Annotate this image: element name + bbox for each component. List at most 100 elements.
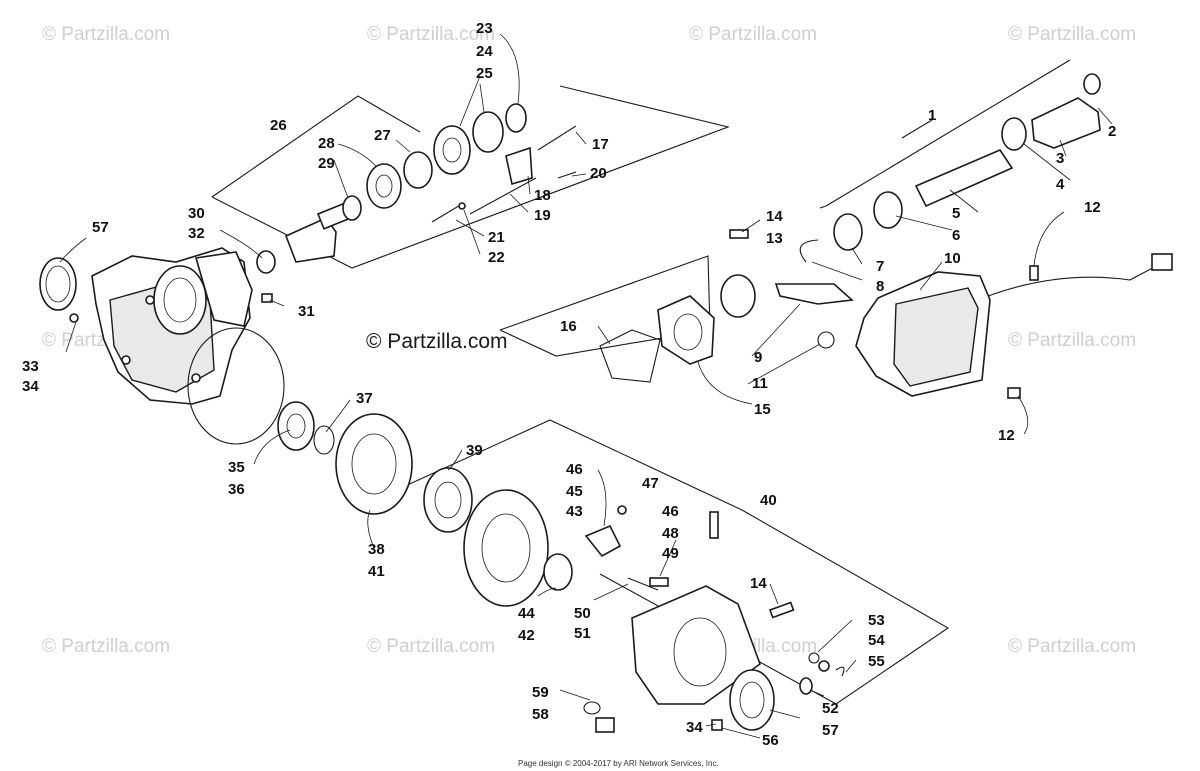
- callout-37[interactable]: 37: [356, 390, 373, 407]
- callout-59[interactable]: 59: [532, 684, 549, 701]
- callout-24[interactable]: 24: [476, 43, 493, 60]
- callout-28[interactable]: 28: [318, 135, 335, 152]
- callout-56[interactable]: 56: [762, 732, 779, 749]
- leader-57b: [769, 709, 801, 719]
- callout-14-bottom[interactable]: 14: [750, 575, 767, 592]
- callout-2[interactable]: 2: [1108, 123, 1116, 140]
- callout-4[interactable]: 4: [1056, 176, 1065, 193]
- snap-ring-8: [799, 239, 819, 263]
- callout-33[interactable]: 33: [22, 358, 39, 375]
- housing-bolt-hole: [191, 373, 201, 383]
- bearing-25: [472, 111, 504, 153]
- callout-57-top[interactable]: 57: [92, 219, 109, 236]
- callout-25[interactable]: 25: [476, 65, 493, 82]
- callout-10[interactable]: 10: [944, 250, 961, 267]
- callout-52[interactable]: 52: [822, 700, 839, 717]
- callout-35[interactable]: 35: [228, 459, 245, 476]
- callout-32[interactable]: 32: [188, 225, 205, 242]
- callout-23[interactable]: 23: [476, 20, 493, 37]
- callout-38[interactable]: 38: [368, 541, 385, 558]
- callout-51[interactable]: 51: [574, 625, 591, 642]
- callout-7[interactable]: 7: [876, 258, 884, 275]
- callout-46-top[interactable]: 46: [566, 461, 583, 478]
- leader-21: [455, 219, 485, 237]
- callout-5[interactable]: 5: [952, 205, 960, 222]
- callout-43[interactable]: 43: [566, 503, 583, 520]
- housing-bore: [153, 265, 207, 335]
- leader-10: [919, 261, 943, 291]
- seal-7: [833, 213, 863, 251]
- seal-6: [873, 191, 903, 229]
- callout-17[interactable]: 17: [592, 136, 609, 153]
- watermark: © Partzilla.com: [689, 24, 817, 45]
- callout-34-left[interactable]: 34: [22, 378, 39, 395]
- callout-36[interactable]: 36: [228, 481, 245, 498]
- spring-21: [431, 203, 463, 223]
- callout-6[interactable]: 6: [952, 227, 960, 244]
- callout-41[interactable]: 41: [368, 563, 385, 580]
- callout-26[interactable]: 26: [270, 117, 287, 134]
- callout-16[interactable]: 16: [560, 318, 577, 335]
- cover-15-bore: [673, 313, 703, 351]
- callout-50[interactable]: 50: [574, 605, 591, 622]
- leader-30: [219, 229, 263, 259]
- callout-48[interactable]: 48: [662, 525, 679, 542]
- callout-31[interactable]: 31: [298, 303, 315, 320]
- callout-3[interactable]: 3: [1056, 150, 1064, 167]
- shaft-5: [914, 149, 1014, 208]
- callout-22[interactable]: 22: [488, 249, 505, 266]
- watermark: © Partzilla.com: [367, 24, 495, 45]
- leader-6: [895, 215, 953, 231]
- group-1-bracket-top: [825, 59, 1071, 207]
- leader-59: [559, 689, 591, 701]
- callout-8[interactable]: 8: [876, 278, 884, 295]
- callout-44[interactable]: 44: [518, 605, 535, 622]
- callouts: 1 2 3 4 5 6 7 8 9 10 11 12 12 13 14 14 1…: [22, 20, 1116, 749]
- connector: [1151, 253, 1173, 271]
- callout-21[interactable]: 21: [488, 229, 505, 246]
- callout-19[interactable]: 19: [534, 207, 551, 224]
- leader-12a: [1033, 211, 1065, 267]
- callout-47[interactable]: 47: [642, 475, 659, 492]
- plug-31: [261, 293, 273, 303]
- callout-46-right[interactable]: 46: [662, 503, 679, 520]
- leader-7: [851, 247, 863, 265]
- collar-24: [433, 125, 471, 175]
- callout-39[interactable]: 39: [466, 442, 483, 459]
- o-ring-53: [808, 652, 820, 664]
- pinion-group: [69, 103, 577, 323]
- callout-11[interactable]: 11: [752, 375, 768, 392]
- leader-55: [845, 659, 857, 673]
- callout-27[interactable]: 27: [374, 127, 391, 144]
- callout-30[interactable]: 30: [188, 205, 205, 222]
- callout-34-bottom[interactable]: 34: [686, 719, 703, 736]
- collar-inner: [442, 137, 462, 163]
- callout-1[interactable]: 1: [928, 107, 936, 124]
- callout-49[interactable]: 49: [662, 545, 679, 562]
- callout-42[interactable]: 42: [518, 627, 535, 644]
- group-1-leader: [901, 119, 933, 139]
- group-26-bracket: [211, 95, 421, 198]
- bracket-9: [774, 283, 854, 305]
- callout-14-top[interactable]: 14: [766, 208, 783, 225]
- leader-19: [509, 193, 529, 213]
- callout-9[interactable]: 9: [754, 349, 762, 366]
- callout-29[interactable]: 29: [318, 155, 335, 172]
- callout-15[interactable]: 15: [754, 401, 771, 418]
- callout-18[interactable]: 18: [534, 187, 551, 204]
- callout-57-bottom[interactable]: 57: [822, 722, 839, 739]
- callout-12-top[interactable]: 12: [1084, 199, 1101, 216]
- callout-58[interactable]: 58: [532, 706, 549, 723]
- snap-ring-23: [505, 103, 527, 133]
- callout-40[interactable]: 40: [760, 492, 777, 509]
- clamp-4: [1001, 117, 1027, 151]
- callout-13[interactable]: 13: [766, 230, 783, 247]
- callout-20[interactable]: 20: [590, 165, 607, 182]
- callout-53[interactable]: 53: [868, 612, 885, 629]
- callout-12-bottom[interactable]: 12: [998, 427, 1015, 444]
- callout-54[interactable]: 54: [868, 632, 885, 649]
- callout-55[interactable]: 55: [868, 653, 885, 670]
- callout-45[interactable]: 45: [566, 483, 583, 500]
- leader-53: [817, 619, 853, 653]
